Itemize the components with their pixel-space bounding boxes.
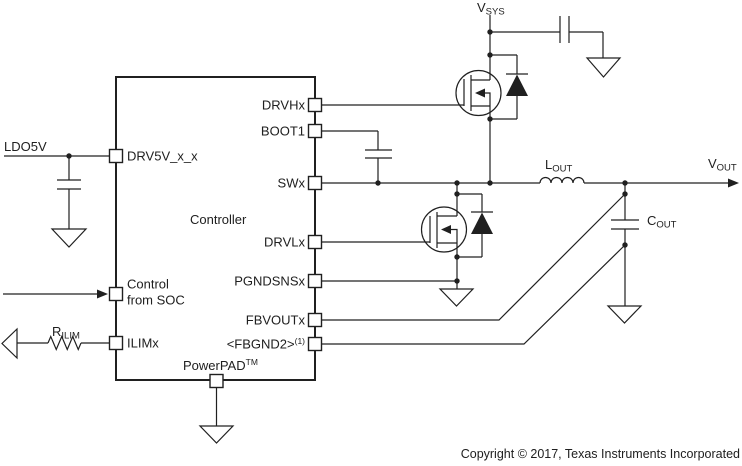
junction-dot xyxy=(487,116,493,122)
output-inductor xyxy=(539,176,585,184)
ground-symbol xyxy=(606,305,643,324)
diode-triangle-icon xyxy=(506,74,528,96)
low-side-mosfet xyxy=(321,183,468,289)
pin-label-ilimx: ILIMx xyxy=(127,336,159,351)
ilim-net xyxy=(1,327,110,360)
pin-drvlx xyxy=(307,234,323,250)
pin-label-boot1: BOOT1 xyxy=(261,124,305,139)
rilim-label: RILIM xyxy=(52,324,80,342)
pin-label-drvhx: DRVHx xyxy=(262,98,306,113)
controller-label: Controller xyxy=(190,212,247,227)
ground-symbol xyxy=(438,288,475,307)
junction-dot xyxy=(454,278,460,284)
pin-pgndsnsx xyxy=(307,273,323,289)
powerpad-net xyxy=(198,388,235,444)
ilim-resistor xyxy=(47,334,82,352)
junction-dot xyxy=(487,52,493,58)
diode-leads xyxy=(457,193,493,258)
mosfet-arrow-icon xyxy=(475,88,485,98)
feedback-net xyxy=(321,193,626,345)
pin-powerpad xyxy=(209,373,224,389)
mosfet-circle xyxy=(420,206,468,253)
pin-label-drvlx: DRVLx xyxy=(264,235,305,250)
diode-leads xyxy=(490,54,528,120)
junction-dot xyxy=(622,242,628,248)
pin-label-control: Control xyxy=(127,277,169,292)
controller-pins xyxy=(108,97,323,389)
fbgnd-wire xyxy=(321,244,626,345)
pin-label-fbgnd2: <FBGND2>(1) xyxy=(227,336,305,352)
pin-control-soc xyxy=(108,286,124,302)
pin-fbgnd2 xyxy=(307,336,323,352)
pin-fbvoutx xyxy=(307,312,323,328)
diode-triangle-icon xyxy=(471,212,493,234)
junction-dot xyxy=(487,29,493,35)
ldo5v-net xyxy=(4,153,110,248)
pin-label-pgndsnsx: PGNDSNSx xyxy=(234,274,305,289)
pin-label-swx: SWx xyxy=(278,176,306,191)
output-capacitor xyxy=(611,183,639,306)
mosfet-circle xyxy=(455,69,502,117)
low-side-body-diode xyxy=(454,191,493,260)
pgnd-net xyxy=(321,278,475,307)
boot-capacitor xyxy=(321,130,392,183)
fbvout-wire xyxy=(321,193,626,321)
sw-output-net xyxy=(321,176,739,188)
vsys-net xyxy=(487,15,622,80)
ground-symbol xyxy=(198,425,235,444)
pin-drv5v xyxy=(108,148,124,164)
ground-symbol xyxy=(585,57,622,78)
high-side-mosfet xyxy=(321,69,502,183)
pin-boot1 xyxy=(307,123,323,139)
vsys-label: VSYS xyxy=(477,0,505,18)
ground-symbol xyxy=(50,228,88,248)
pin-swx xyxy=(307,175,323,191)
vsys-decoupling-capacitor xyxy=(490,16,604,58)
copyright-notice: Copyright © 2017, Texas Instruments Inco… xyxy=(461,447,740,461)
vout-arrow-icon xyxy=(728,178,739,188)
junction-dot xyxy=(487,180,493,186)
junction-dot xyxy=(454,191,460,197)
cout-net xyxy=(606,183,643,324)
lout-label: LOUT xyxy=(545,157,572,175)
junction-dot xyxy=(66,153,72,159)
pin-label-powerpad: PowerPADTM xyxy=(183,357,258,373)
connector-arrow-left-icon xyxy=(1,327,18,360)
junction-dot xyxy=(454,254,460,260)
arrow-right-icon xyxy=(97,289,108,299)
pin-ilimx xyxy=(108,335,124,351)
vout-label: VOUT xyxy=(708,156,737,174)
high-side-body-diode xyxy=(487,52,528,122)
pin-label-drv5v: DRV5V_x_x xyxy=(127,149,198,164)
ldo5v-capacitor xyxy=(57,156,81,229)
mosfet-arrow-icon xyxy=(441,225,451,234)
pin-drvhx xyxy=(307,97,323,113)
junction-dot xyxy=(622,191,628,197)
cout-label: COUT xyxy=(647,213,677,231)
pin-label-from-soc: from SOC xyxy=(127,293,185,308)
control-from-soc-input xyxy=(3,289,108,299)
pin-label-fbvoutx: FBVOUTx xyxy=(246,313,306,328)
ldo5v-label: LDO5V xyxy=(4,139,47,154)
boot-capacitor-net xyxy=(321,130,392,186)
